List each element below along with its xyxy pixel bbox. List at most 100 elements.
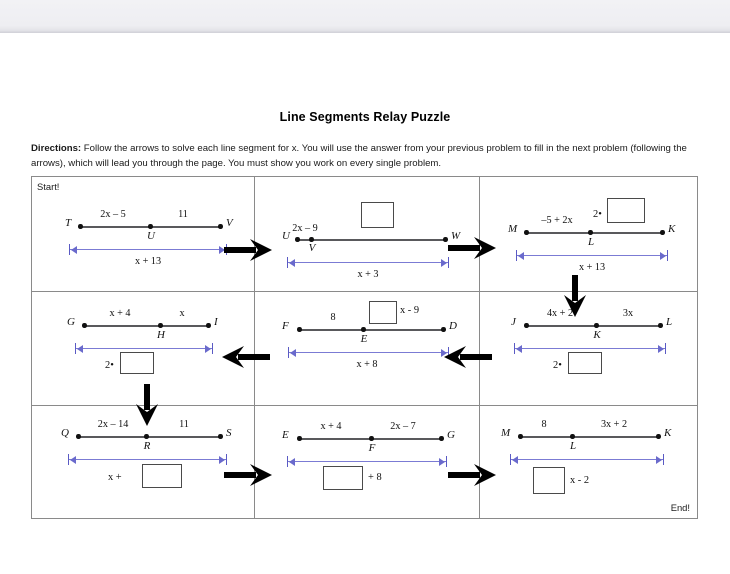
right-expression: 3x xyxy=(622,308,634,319)
midpoint-label: V xyxy=(308,242,316,254)
answer-box-suffix: x - 2 xyxy=(570,475,590,486)
problem-cell-5: F D E 8 x - 9 x + 8 xyxy=(255,292,479,405)
endpoint-left-label: J xyxy=(511,316,516,328)
dimension-cap-left xyxy=(514,343,516,354)
dimension-cap-left xyxy=(69,244,71,255)
dimension-arrow-right-icon xyxy=(441,258,448,267)
endpoint-left-label: T xyxy=(65,217,72,229)
endpoint-left-dot xyxy=(76,434,81,439)
total-dimension-bar: x + 13 xyxy=(516,250,668,273)
left-expression: x + 4 xyxy=(109,308,131,319)
directions-label: Directions: xyxy=(31,143,82,154)
endpoint-right-dot xyxy=(441,327,446,332)
problem-cell-1: T V U 2x – 5 11 x + 13 xyxy=(32,177,254,291)
problem-cell-4: G I H x + 4 x 2• xyxy=(32,292,254,405)
start-label: Start! xyxy=(37,181,60,192)
arrow-2-to-3-icon xyxy=(446,235,502,261)
endpoint-right-label: V xyxy=(226,217,233,229)
dimension-cap-left xyxy=(287,257,289,268)
answer-box-total[interactable] xyxy=(533,467,565,494)
grid-vline-2 xyxy=(479,177,480,518)
arrow-4-to-7-icon xyxy=(134,382,160,430)
dimension-line xyxy=(514,348,666,350)
figure-problem-1: T V U 2x – 5 11 x + 13 xyxy=(32,177,254,291)
answer-box-top[interactable] xyxy=(369,301,397,324)
endpoint-right-label: W xyxy=(451,230,461,242)
endpoint-right-dot xyxy=(443,237,448,242)
total-dimension-bar: x + 13 xyxy=(69,244,227,267)
left-expression: –5 + 2x xyxy=(541,215,573,226)
left-expression: 8 xyxy=(541,419,547,430)
arrow-1-to-2-icon xyxy=(222,237,278,263)
endpoint-left-dot xyxy=(295,237,300,242)
midpoint-label: E xyxy=(360,333,368,345)
endpoint-left-label: F xyxy=(282,320,289,332)
dimension-arrow-left-icon xyxy=(515,344,522,353)
endpoint-left-dot xyxy=(82,323,87,328)
figure-problem-2: U W V 2x – 9 x + 3 xyxy=(255,177,479,291)
dimension-cap-left xyxy=(516,250,518,261)
answer-box-top[interactable] xyxy=(361,202,394,228)
dimension-arrow-left-icon xyxy=(289,348,296,357)
dimension-cap-left xyxy=(75,343,77,354)
dimension-line xyxy=(75,348,213,350)
total-dimension-bar xyxy=(514,343,666,355)
midpoint-dot xyxy=(594,323,599,328)
answer-box-top[interactable] xyxy=(607,198,645,223)
right-expression: x xyxy=(179,308,185,319)
dimension-arrow-left-icon xyxy=(70,245,77,254)
endpoint-right-dot xyxy=(658,323,663,328)
page-title: Line Segments Relay Puzzle xyxy=(279,110,451,124)
arrow-8-to-9-icon xyxy=(446,462,502,488)
endpoint-right-label: G xyxy=(447,429,455,441)
right-expression: 11 xyxy=(178,209,188,220)
grid-hline-2 xyxy=(32,405,697,406)
dimension-arrow-left-icon xyxy=(76,344,83,353)
dimension-cap-left xyxy=(510,454,512,465)
total-expression: x + 13 xyxy=(134,256,162,267)
problem-cell-7: Q S R 2x – 14 11 x + xyxy=(32,406,254,518)
total-expression: x + 8 xyxy=(356,359,378,370)
midpoint-dot xyxy=(148,224,153,229)
dimension-arrow-left-icon xyxy=(288,258,295,267)
endpoint-left-label: E xyxy=(282,429,289,441)
answer-box-total[interactable] xyxy=(120,352,154,374)
answer-box-multiplier: 2• xyxy=(593,209,602,220)
figure-problem-3: M K L –5 + 2x 2• x + 13 xyxy=(480,177,697,291)
endpoint-left-label: M xyxy=(508,223,518,235)
answer-box-total[interactable] xyxy=(323,466,363,490)
dimension-line xyxy=(516,255,668,257)
midpoint-dot xyxy=(158,323,163,328)
figure-problem-8: E G F x + 4 2x – 7 + 8 xyxy=(255,406,479,518)
left-expression: 4x + 2 xyxy=(546,308,574,319)
total-dimension-bar: x + 8 xyxy=(288,347,449,370)
dimension-arrow-left-icon xyxy=(69,455,76,464)
dimension-cap-right xyxy=(447,347,449,358)
grid-vline-1 xyxy=(254,177,255,518)
grid-hline-1 xyxy=(32,291,697,292)
segment-line xyxy=(520,436,658,438)
right-expression: 11 xyxy=(179,419,189,430)
dimension-line xyxy=(288,352,449,354)
left-expression: 8 xyxy=(330,312,336,323)
segment-line xyxy=(526,232,662,234)
problem-grid: Start! End! T V U 2x – 5 11 xyxy=(31,176,698,519)
midpoint-label: L xyxy=(587,236,595,248)
dimension-arrow-right-icon xyxy=(658,344,665,353)
answer-box-total[interactable] xyxy=(568,352,602,374)
left-expression: 2x – 9 xyxy=(292,223,318,234)
dimension-line xyxy=(68,459,227,461)
midpoint-label: K xyxy=(593,329,601,341)
answer-box-total[interactable] xyxy=(142,464,182,488)
midpoint-dot xyxy=(570,434,575,439)
dimension-arrow-right-icon xyxy=(441,348,448,357)
answer-box-multiplier: 2• xyxy=(553,360,562,371)
dimension-line xyxy=(510,459,664,461)
total-dimension-bar: x + 3 xyxy=(287,257,449,280)
midpoint-label: U xyxy=(147,230,155,242)
midpoint-label: F xyxy=(368,442,376,454)
dimension-cap-right xyxy=(664,343,666,354)
total-expression: x + 3 xyxy=(357,269,379,280)
directions-body: Follow the arrows to solve each line seg… xyxy=(31,143,687,169)
dimension-line xyxy=(287,461,447,463)
